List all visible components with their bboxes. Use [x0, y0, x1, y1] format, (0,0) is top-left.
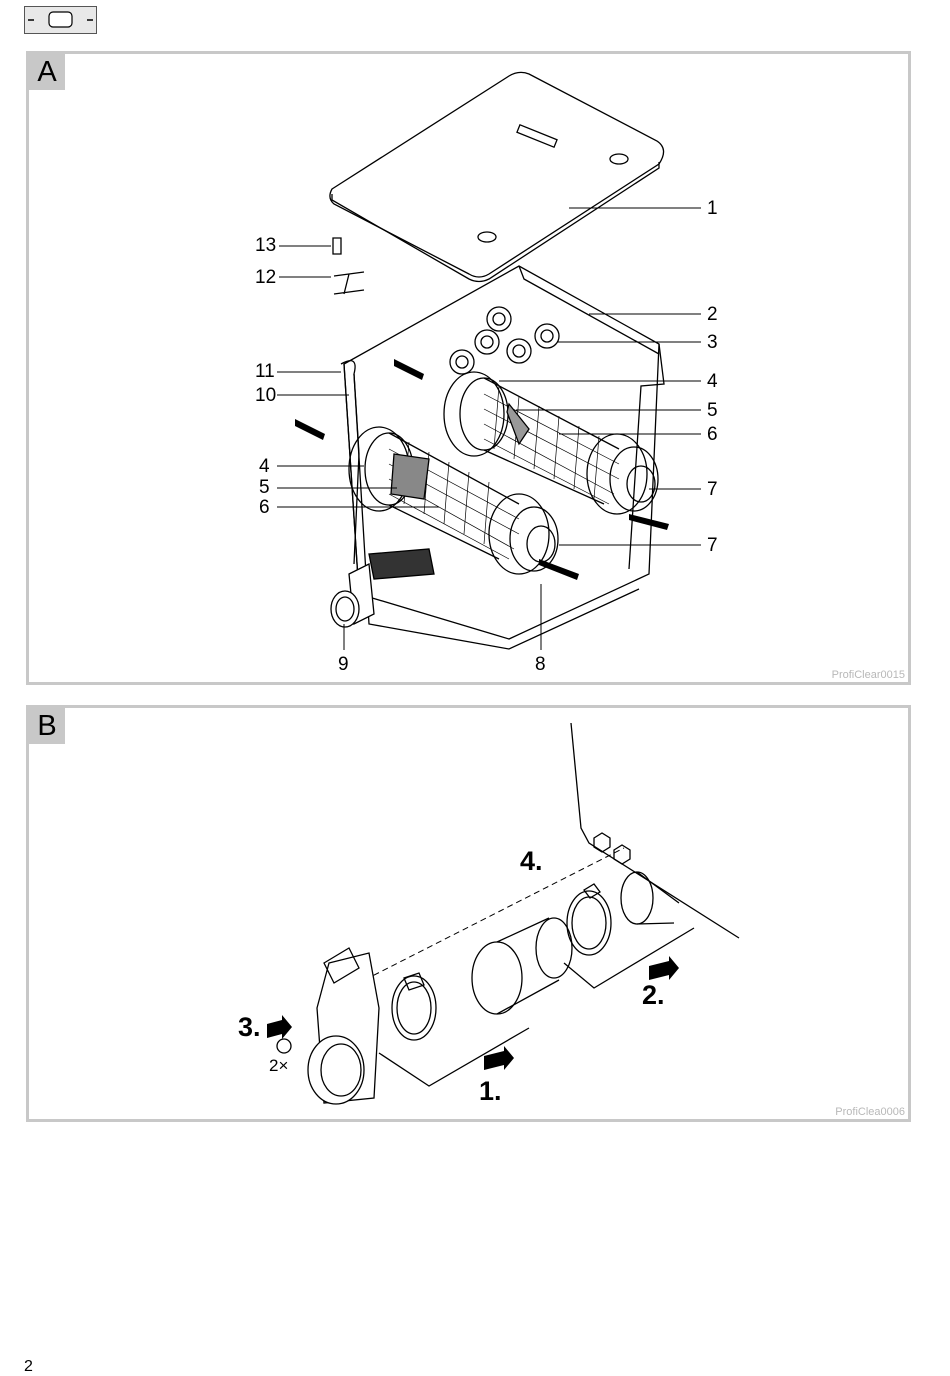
step-3-label: 3. — [238, 1012, 261, 1042]
callout-10: 10 — [255, 385, 277, 406]
callout-9: 9 — [338, 654, 349, 675]
outlet-assembly-drawing — [267, 722, 740, 1105]
callout-8: 8 — [535, 654, 546, 675]
callout-4-right: 4 — [707, 371, 718, 392]
figure-credit: ProfiClear0015 — [831, 669, 905, 681]
step-4-label: 4. — [520, 846, 543, 876]
callout-3: 3 — [707, 332, 718, 353]
figure-panel-a: A — [26, 51, 911, 685]
figure-credit: ProfiClea0006 — [835, 1106, 905, 1118]
callout-7-upper: 7 — [707, 479, 718, 500]
panel-label: B — [29, 708, 65, 744]
step-1-label: 1. — [479, 1076, 502, 1106]
callout-12: 12 — [255, 267, 277, 288]
page-number: 2 — [24, 1358, 33, 1375]
callout-11: 11 — [255, 361, 275, 382]
callout-2: 2 — [707, 304, 718, 325]
filter-exploded-drawing — [277, 71, 701, 650]
header-icon-box — [24, 6, 97, 34]
callout-7-lower: 7 — [707, 535, 718, 556]
step-2-label: 2. — [642, 980, 665, 1010]
callout-4-left: 4 — [259, 456, 270, 477]
callout-5-right: 5 — [707, 400, 718, 421]
quantity-label: 2× — [269, 1056, 289, 1075]
callout-5-left: 5 — [259, 477, 270, 498]
device-symbol-icon — [28, 11, 93, 28]
callout-1: 1 — [707, 198, 718, 219]
callout-6-right: 6 — [707, 424, 718, 445]
figure-panel-b: B — [26, 705, 911, 1122]
callout-13: 13 — [255, 235, 277, 256]
panel-label: A — [29, 54, 65, 90]
callout-6-left: 6 — [259, 497, 270, 518]
